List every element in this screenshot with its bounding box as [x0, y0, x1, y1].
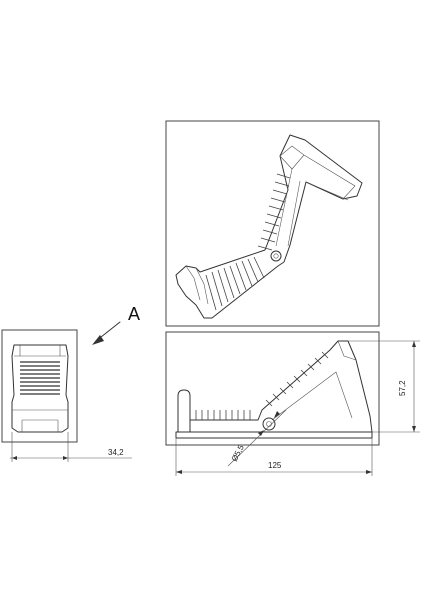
side-front-post: [177, 389, 191, 433]
iso-grip-ribs: [205, 173, 291, 311]
dimension-width-label: 34,2: [108, 448, 124, 457]
front-view: [1, 329, 78, 443]
side-view-frame: [165, 331, 380, 446]
side-base-rail: [175, 431, 373, 439]
dimension-width: 34,2: [10, 432, 132, 462]
view-arrow-head-icon: [92, 335, 104, 345]
iso-screw-icon: [270, 250, 282, 262]
dimension-length: 125: [175, 438, 373, 476]
view-label: A: [128, 304, 140, 324]
isometric-view-frame: [165, 120, 380, 327]
iso-inner-edge: [275, 168, 349, 247]
isometric-view: [165, 120, 380, 327]
side-grip-ribs: [195, 351, 329, 420]
side-view: [165, 331, 380, 446]
iso-top-cap: [279, 145, 356, 200]
view-arrow: A: [92, 304, 140, 345]
iso-front-lip: [185, 265, 209, 305]
iso-screw-inner: [273, 253, 279, 259]
dimension-height-label: 57,2: [398, 380, 407, 396]
dimension-hole-label: Ø5,5: [230, 443, 246, 463]
dimension-length-label: 125: [268, 461, 282, 470]
side-grip-body: [189, 340, 373, 433]
iso-grip-outline: [175, 134, 363, 319]
side-screw-inner: [266, 421, 272, 427]
side-screw-icon: [262, 417, 276, 431]
front-view-frame: [1, 329, 78, 443]
side-inner-edge: [271, 340, 357, 421]
dimension-height: 57,2: [348, 340, 420, 433]
front-body-outline: [11, 344, 69, 433]
front-top-cap: [14, 345, 66, 357]
front-rail-clamp: [12, 409, 68, 432]
front-grip-ribs: [20, 361, 60, 395]
